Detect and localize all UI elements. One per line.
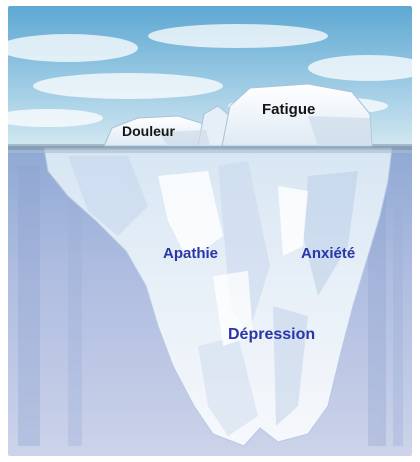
label-anxiete: Anxiété [301,246,355,261]
label-fatigue: Fatigue [262,102,315,117]
label-depression: Dépression [228,327,315,343]
iceberg-watercolor [8,6,412,456]
label-douleur: Douleur [122,124,175,138]
iceberg-illustration: Douleur Fatigue Apathie Anxiété Dépressi… [8,6,412,456]
label-apathie: Apathie [163,246,218,261]
